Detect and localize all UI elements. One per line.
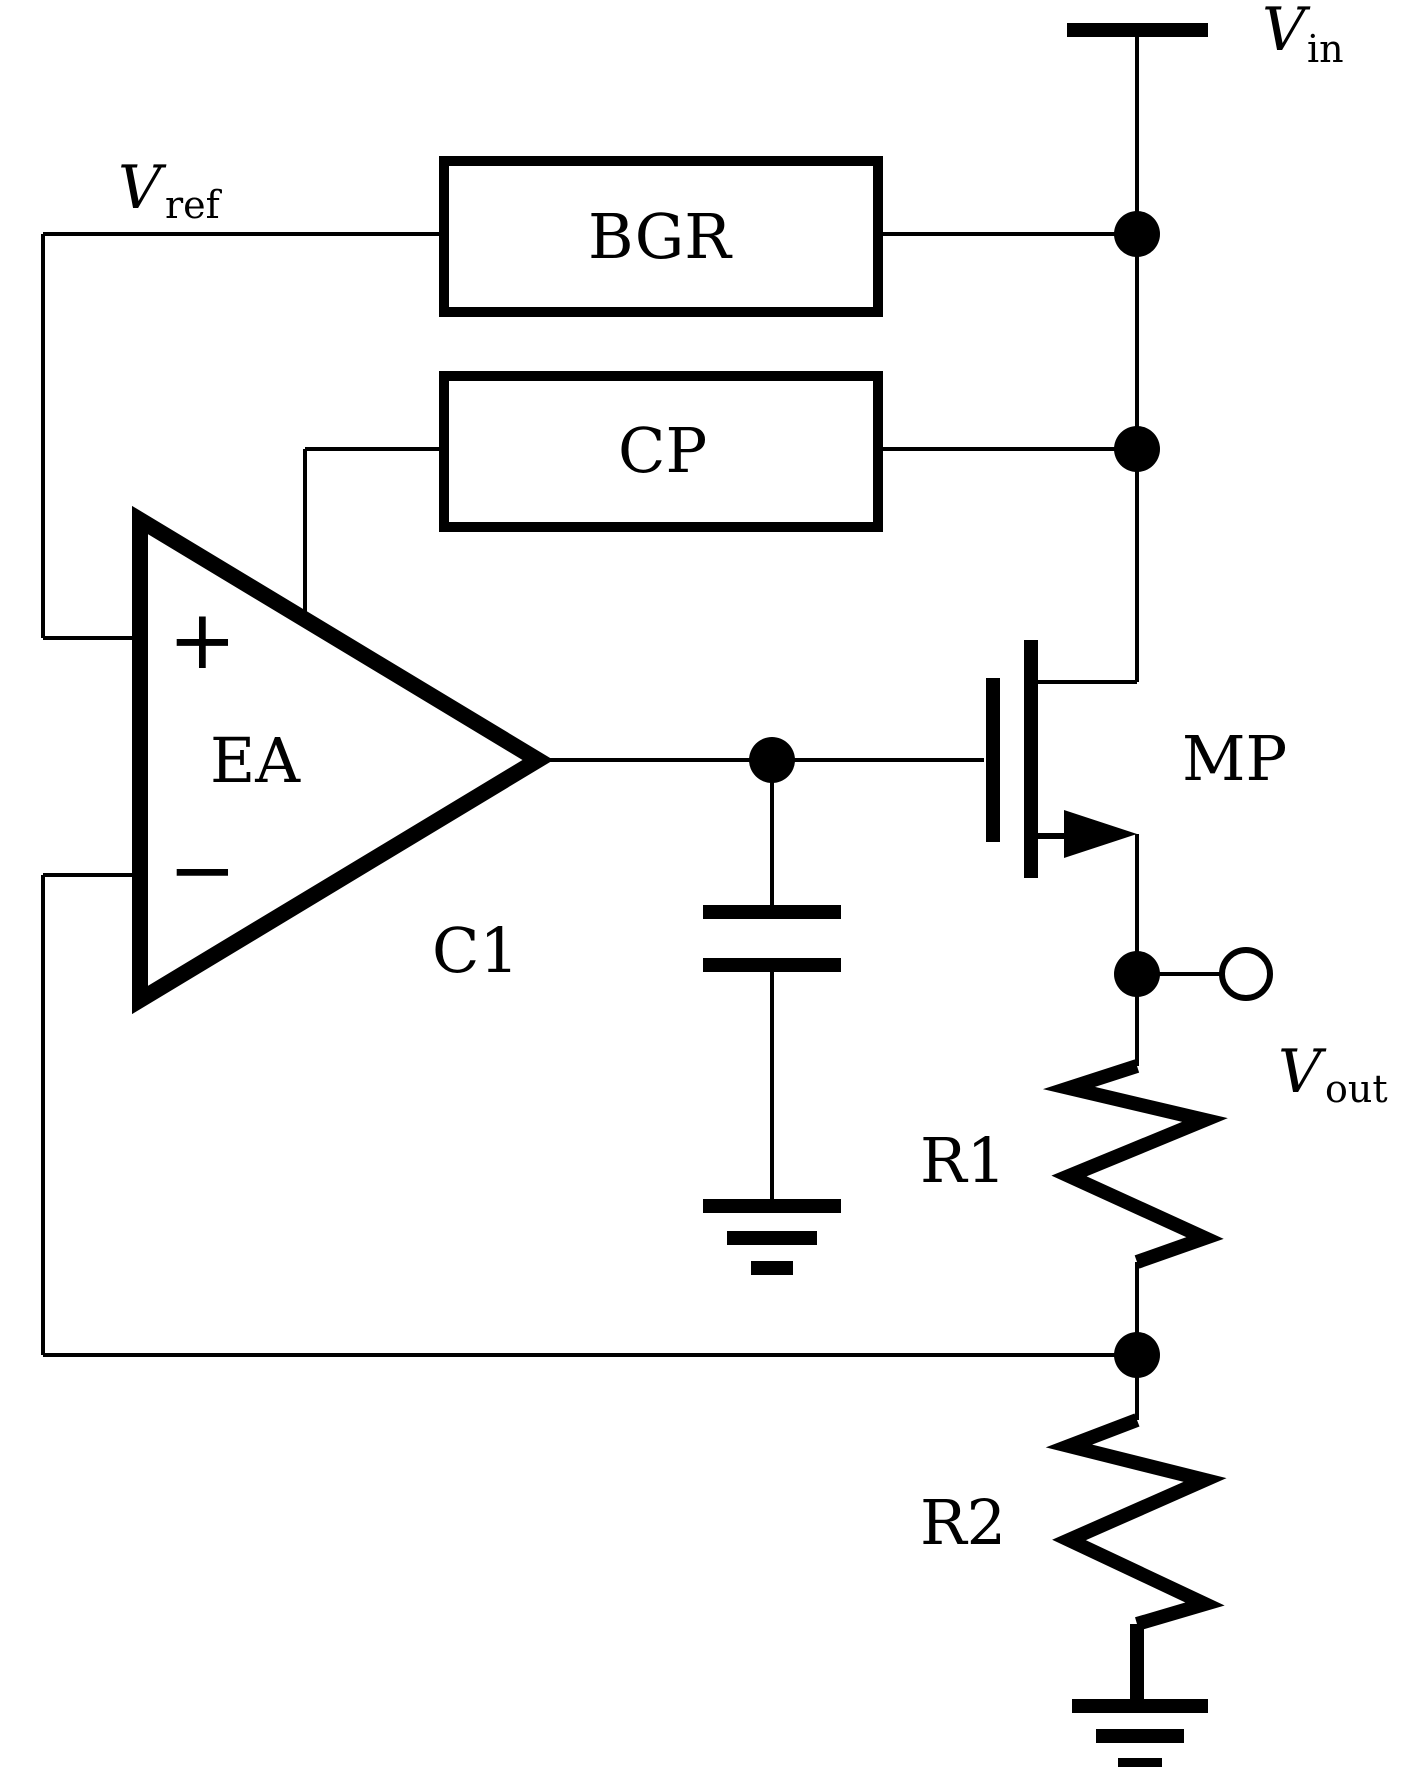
bgr-vin-junction: [1114, 211, 1160, 257]
cp-vin-junction: [1114, 426, 1160, 472]
vref-label-main: V: [118, 153, 167, 223]
vout-terminal: [1219, 947, 1273, 1001]
vout-label-main: V: [1278, 1037, 1327, 1107]
vout-label-sub: out: [1325, 1067, 1388, 1111]
vref-wire: [41, 234, 140, 640]
vin-supply-symbol: [1067, 23, 1208, 148]
bgr-label: BGR: [588, 200, 733, 273]
ground-symbol-c1: [703, 1199, 841, 1275]
pmos-transistor-mp: [986, 640, 1139, 974]
vref-label-sub: ref: [165, 183, 223, 227]
error-amplifier: [132, 505, 554, 1015]
ea-minus-sign: −: [168, 823, 237, 918]
vin-label-main: V: [1262, 0, 1311, 65]
ea-plus-sign: +: [168, 593, 237, 688]
mp-label: MP: [1182, 722, 1287, 795]
ea-label: EA: [210, 724, 301, 797]
c1-label: C1: [432, 914, 519, 987]
resistor-r1: [1042, 1059, 1228, 1355]
cp-block: [303, 371, 1160, 614]
bgr-block: [43, 156, 1160, 317]
r2-label: R2: [920, 1486, 1006, 1559]
ground-symbol-r2: [1072, 1699, 1208, 1767]
resistor-r2: [1045, 1355, 1227, 1704]
ea-output-wire: [538, 737, 984, 783]
cp-label: CP: [618, 414, 707, 487]
capacitor-c1: [703, 760, 841, 1206]
vin-label-sub: in: [1307, 27, 1344, 71]
vout-node: [1114, 947, 1273, 1066]
r1-label: R1: [920, 1124, 1006, 1197]
